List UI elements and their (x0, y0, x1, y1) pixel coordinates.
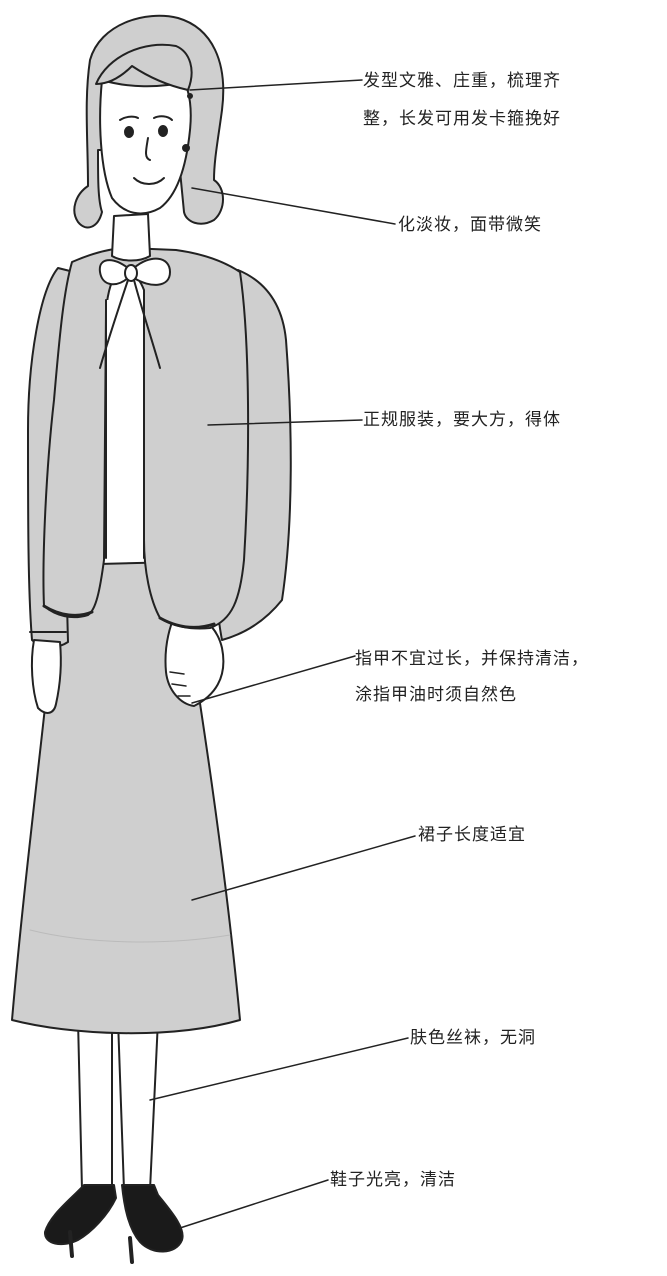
face (96, 45, 192, 214)
annotation-hair-line1: 发型文雅、庄重，梳理齐 (363, 66, 561, 96)
legs (78, 1020, 158, 1190)
annotation-nails-line1: 指甲不宜过长，并保持清洁， (355, 644, 589, 674)
annotation-stockings: 肤色丝袜，无洞 (410, 1023, 536, 1053)
neck (112, 214, 150, 261)
shoes (45, 1185, 183, 1262)
annotation-makeup: 化淡妆，面带微笑 (398, 210, 542, 240)
annotation-shoes: 鞋子光亮，清洁 (330, 1165, 456, 1195)
leader-stockings (150, 1038, 408, 1100)
annotation-suit: 正规服装，要大方，得体 (363, 405, 561, 435)
jacket (43, 248, 248, 629)
leader-shoes (180, 1180, 328, 1228)
leader-skirt (192, 836, 415, 900)
annotation-skirt: 裙子长度适宜 (418, 820, 526, 850)
annotation-nails-line2: 涂指甲油时须自然色 (355, 680, 517, 710)
annotation-hair-line2: 整，长发可用发卡箍挽好 (363, 104, 561, 134)
